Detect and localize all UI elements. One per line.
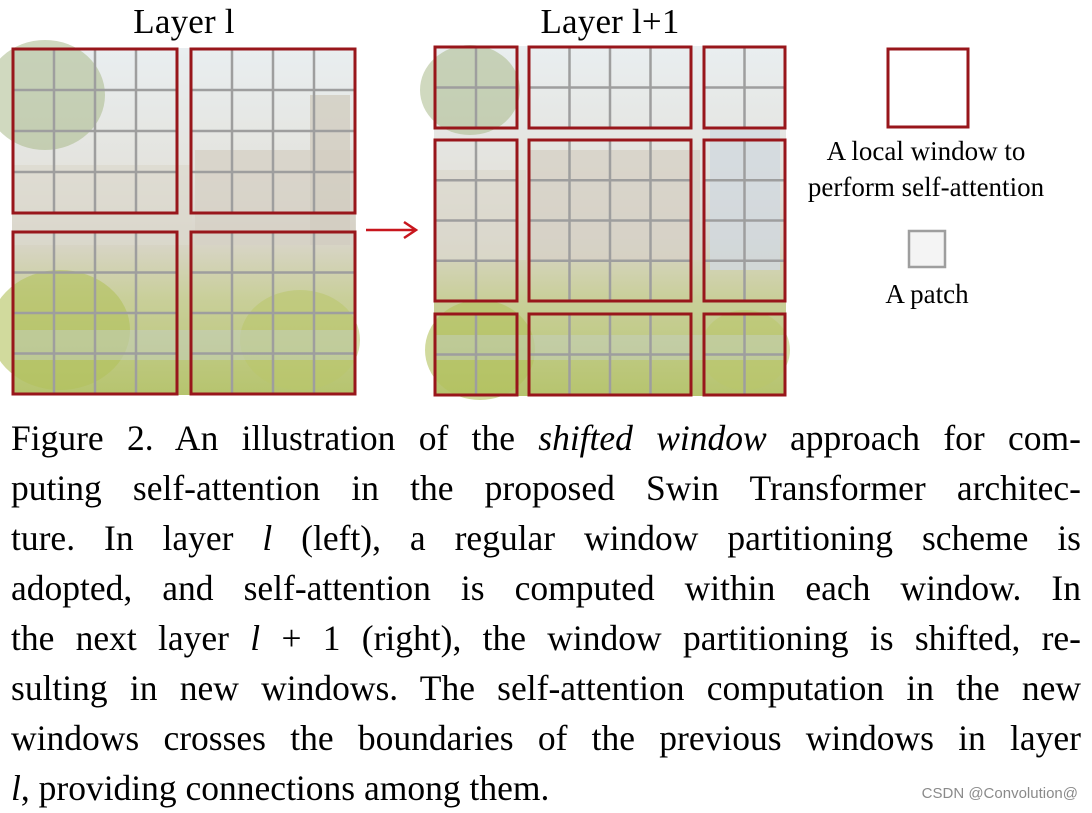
right-title: Layer l+1 (540, 2, 680, 41)
layer-l-plus-1-window (433, 45, 519, 130)
caption-text: ture. In layer (11, 518, 263, 558)
figure-caption: Figure 2. An illustration of the shifted… (11, 413, 1081, 813)
caption-emphasis: l (262, 518, 273, 558)
legend-window-label-line1: A local window to (826, 136, 1026, 166)
caption-emphasis: l (250, 618, 261, 658)
layer-l-plus-1-window (702, 312, 787, 397)
caption-line: puting self-attention in the proposed Sw… (11, 463, 1081, 513)
layer-l-plus-1-window (433, 312, 519, 397)
caption-text: puting self-attention in the proposed Sw… (11, 468, 1081, 508)
caption-text: Figure 2. An illustration of the (11, 418, 539, 458)
watermark: CSDN @Convolution@ (921, 785, 1078, 802)
layer-l-plus-1-window (527, 312, 693, 397)
legend-window-label-line2: perform self-attention (807, 172, 1045, 202)
caption-text: (left), a regular window partitioning sc… (272, 518, 1081, 558)
layer-l-window (11, 230, 179, 396)
window-borders (11, 45, 787, 397)
left-scene-image (0, 40, 360, 395)
legend-window-label: A local window to perform self-attention (790, 133, 1062, 205)
legend-patch-icon (907, 229, 947, 269)
caption-text: adopted, and self-attention is computed … (11, 568, 1081, 608)
caption-text: the next layer (11, 618, 251, 658)
left-title: Layer l (133, 2, 235, 41)
layer-l-plus-1-window (433, 138, 519, 303)
layer-l-plus-1-window (702, 138, 787, 303)
caption-line: Figure 2. An illustration of the shifted… (11, 413, 1081, 463)
layer-l-window (11, 47, 179, 215)
layer-l-plus-1-window (527, 138, 693, 303)
caption-line: windows crosses the boundaries of the pr… (11, 713, 1081, 763)
shift-arrow-icon (366, 220, 419, 240)
caption-emphasis: l (11, 768, 21, 808)
caption-text: , providing connections among them. (20, 768, 550, 808)
layer-l-plus-1-window (527, 45, 693, 130)
figure-graphic (0, 40, 970, 400)
caption-text: + 1 (right), the window partitioning is … (260, 618, 1081, 658)
caption-line: adopted, and self-attention is computed … (11, 563, 1081, 613)
legend-window-icon (886, 47, 970, 129)
caption-text: windows crosses the boundaries of the pr… (11, 718, 1081, 758)
caption-emphasis: shifted window (538, 418, 767, 458)
layer-l-window (189, 230, 357, 396)
caption-text: sulting in new windows. The self-attenti… (11, 668, 1081, 708)
caption-text: approach for com- (766, 418, 1081, 458)
layer-l-window (189, 47, 357, 215)
caption-line: ture. In layer l (left), a regular windo… (11, 513, 1081, 563)
patch-grid-lines (13, 47, 785, 395)
layer-l-plus-1-window (702, 45, 787, 130)
caption-line: the next layer l + 1 (right), the window… (11, 613, 1081, 663)
caption-line: sulting in new windows. The self-attenti… (11, 663, 1081, 713)
legend-patch-label: A patch (885, 279, 969, 309)
caption-line: l, providing connections among them. (11, 763, 1081, 813)
